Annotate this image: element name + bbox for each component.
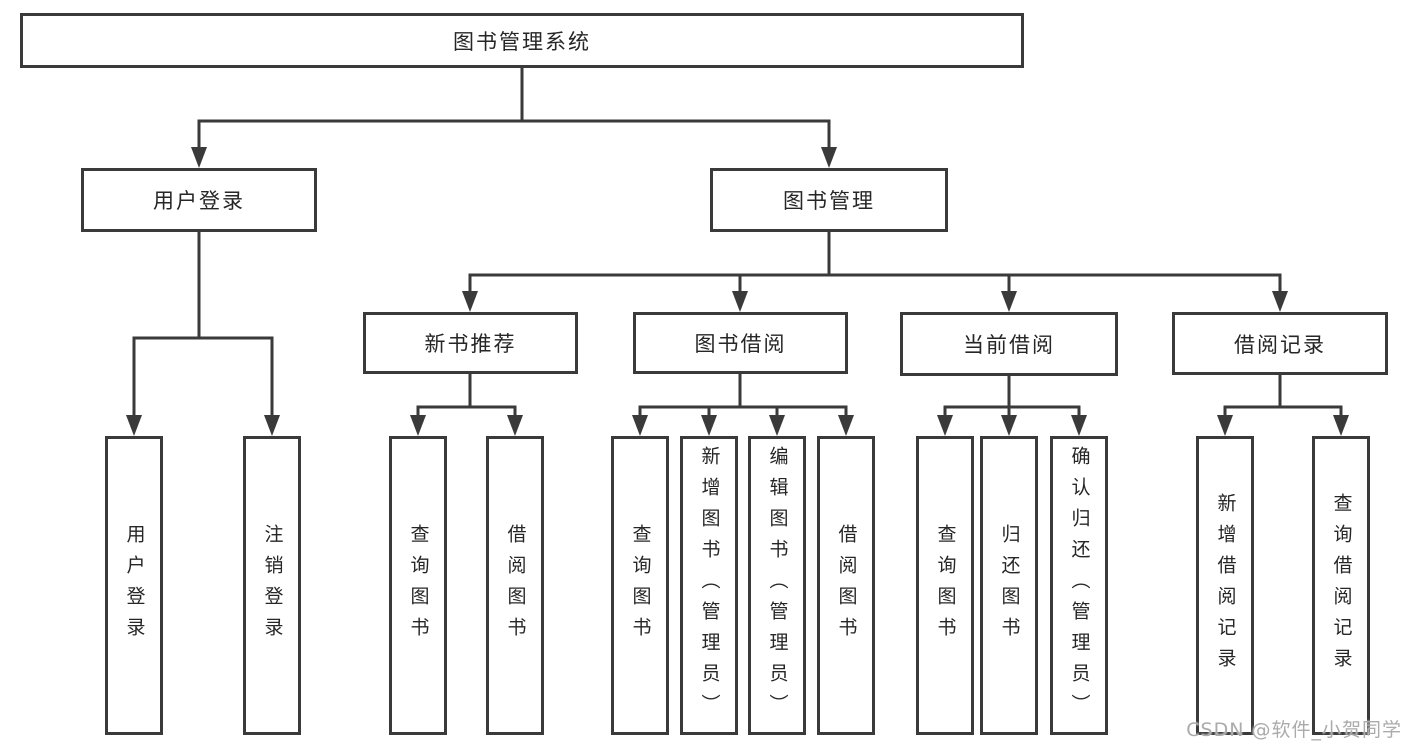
node-book-mgmt-label: 图书管理: [783, 189, 875, 213]
node-book-mgmt: 图书管理: [710, 168, 948, 232]
arrowhead: [410, 415, 426, 436]
leaf-confirm-return-admin-label: 确认归还（管理员）: [1068, 446, 1091, 725]
connector-records-bracket: [1223, 405, 1343, 421]
leaf-query-borrow-record-label: 查询借阅记录: [1330, 492, 1353, 679]
node-root-label: 图书管理系统: [453, 29, 591, 54]
leaf-borrow-query-books: 查询图书: [611, 436, 669, 735]
arrowhead: [1333, 415, 1349, 436]
arrowhead: [1272, 291, 1288, 312]
leaf-current-query-books: 查询图书: [916, 436, 974, 735]
arrowhead: [732, 291, 748, 312]
arrowhead: [191, 147, 207, 168]
leaf-confirm-return-admin: 确认归还（管理员）: [1050, 436, 1108, 735]
connector-recommend-bracket: [416, 405, 517, 421]
leaf-recommend-query-books-label: 查询图书: [407, 523, 430, 648]
leaf-return-books-label: 归还图书: [998, 523, 1021, 648]
arrowhead: [769, 415, 785, 436]
watermark: CSDN @软件_小贺同学: [1186, 719, 1402, 741]
leaf-add-book-admin-label: 新增图书（管理员）: [698, 446, 721, 725]
connector-bookmgmt-bracket: [468, 273, 1282, 297]
leaf-add-book-admin: 新增图书（管理员）: [680, 436, 738, 735]
arrowhead: [838, 415, 854, 436]
node-new-book-recommend: 新书推荐: [363, 312, 578, 374]
connector-borrow-bracket: [638, 405, 848, 421]
leaf-logout-login-label: 注销登录: [261, 523, 284, 648]
connector-current-bracket: [943, 405, 1081, 421]
leaf-logout-login: 注销登录: [243, 436, 301, 735]
connector-userlogin-bracket: [132, 336, 274, 421]
arrowhead: [1217, 415, 1233, 436]
leaf-recommend-borrow-books: 借阅图书: [486, 436, 544, 735]
leaf-edit-book-admin-label: 编辑图书（管理员）: [766, 446, 789, 725]
arrowhead: [701, 415, 717, 436]
leaf-borrow-borrow-books: 借阅图书: [817, 436, 875, 735]
node-user-login-label: 用户登录: [153, 189, 245, 213]
arrowhead: [462, 291, 478, 312]
leaf-borrow-query-books-label: 查询图书: [629, 523, 652, 648]
connector-root-bracket: [197, 119, 831, 153]
node-borrow-records: 借阅记录: [1172, 312, 1388, 375]
node-root: 图书管理系统: [20, 13, 1024, 68]
node-user-login: 用户登录: [81, 168, 317, 232]
arrowhead: [507, 415, 523, 436]
arrowhead: [937, 415, 953, 436]
arrowhead: [632, 415, 648, 436]
arrowhead: [821, 147, 837, 168]
arrowhead: [1001, 291, 1017, 312]
node-book-borrow: 图书借阅: [633, 312, 848, 374]
node-borrow-records-label: 借阅记录: [1234, 332, 1326, 357]
node-book-borrow-label: 图书借阅: [694, 332, 787, 356]
leaf-add-borrow-record-label: 新增借阅记录: [1214, 492, 1237, 679]
leaf-borrow-borrow-books-label: 借阅图书: [835, 523, 858, 648]
arrowhead: [264, 415, 280, 436]
arrowhead: [126, 415, 142, 436]
leaf-current-query-books-label: 查询图书: [934, 523, 957, 648]
leaf-user-login: 用户登录: [105, 436, 163, 735]
arrowhead: [1071, 415, 1087, 436]
node-current-borrow: 当前借阅: [900, 312, 1118, 376]
node-new-book-recommend-label: 新书推荐: [424, 332, 517, 356]
node-current-borrow-label: 当前借阅: [963, 333, 1055, 357]
leaf-add-borrow-record: 新增借阅记录: [1196, 436, 1254, 735]
leaf-recommend-borrow-books-label: 借阅图书: [504, 523, 527, 648]
leaf-recommend-query-books: 查询图书: [389, 436, 447, 735]
leaf-return-books: 归还图书: [980, 436, 1038, 735]
arrowhead: [1001, 415, 1017, 436]
leaf-query-borrow-record: 查询借阅记录: [1312, 436, 1370, 735]
leaf-edit-book-admin: 编辑图书（管理员）: [748, 436, 806, 735]
leaf-user-login-label: 用户登录: [123, 523, 146, 648]
